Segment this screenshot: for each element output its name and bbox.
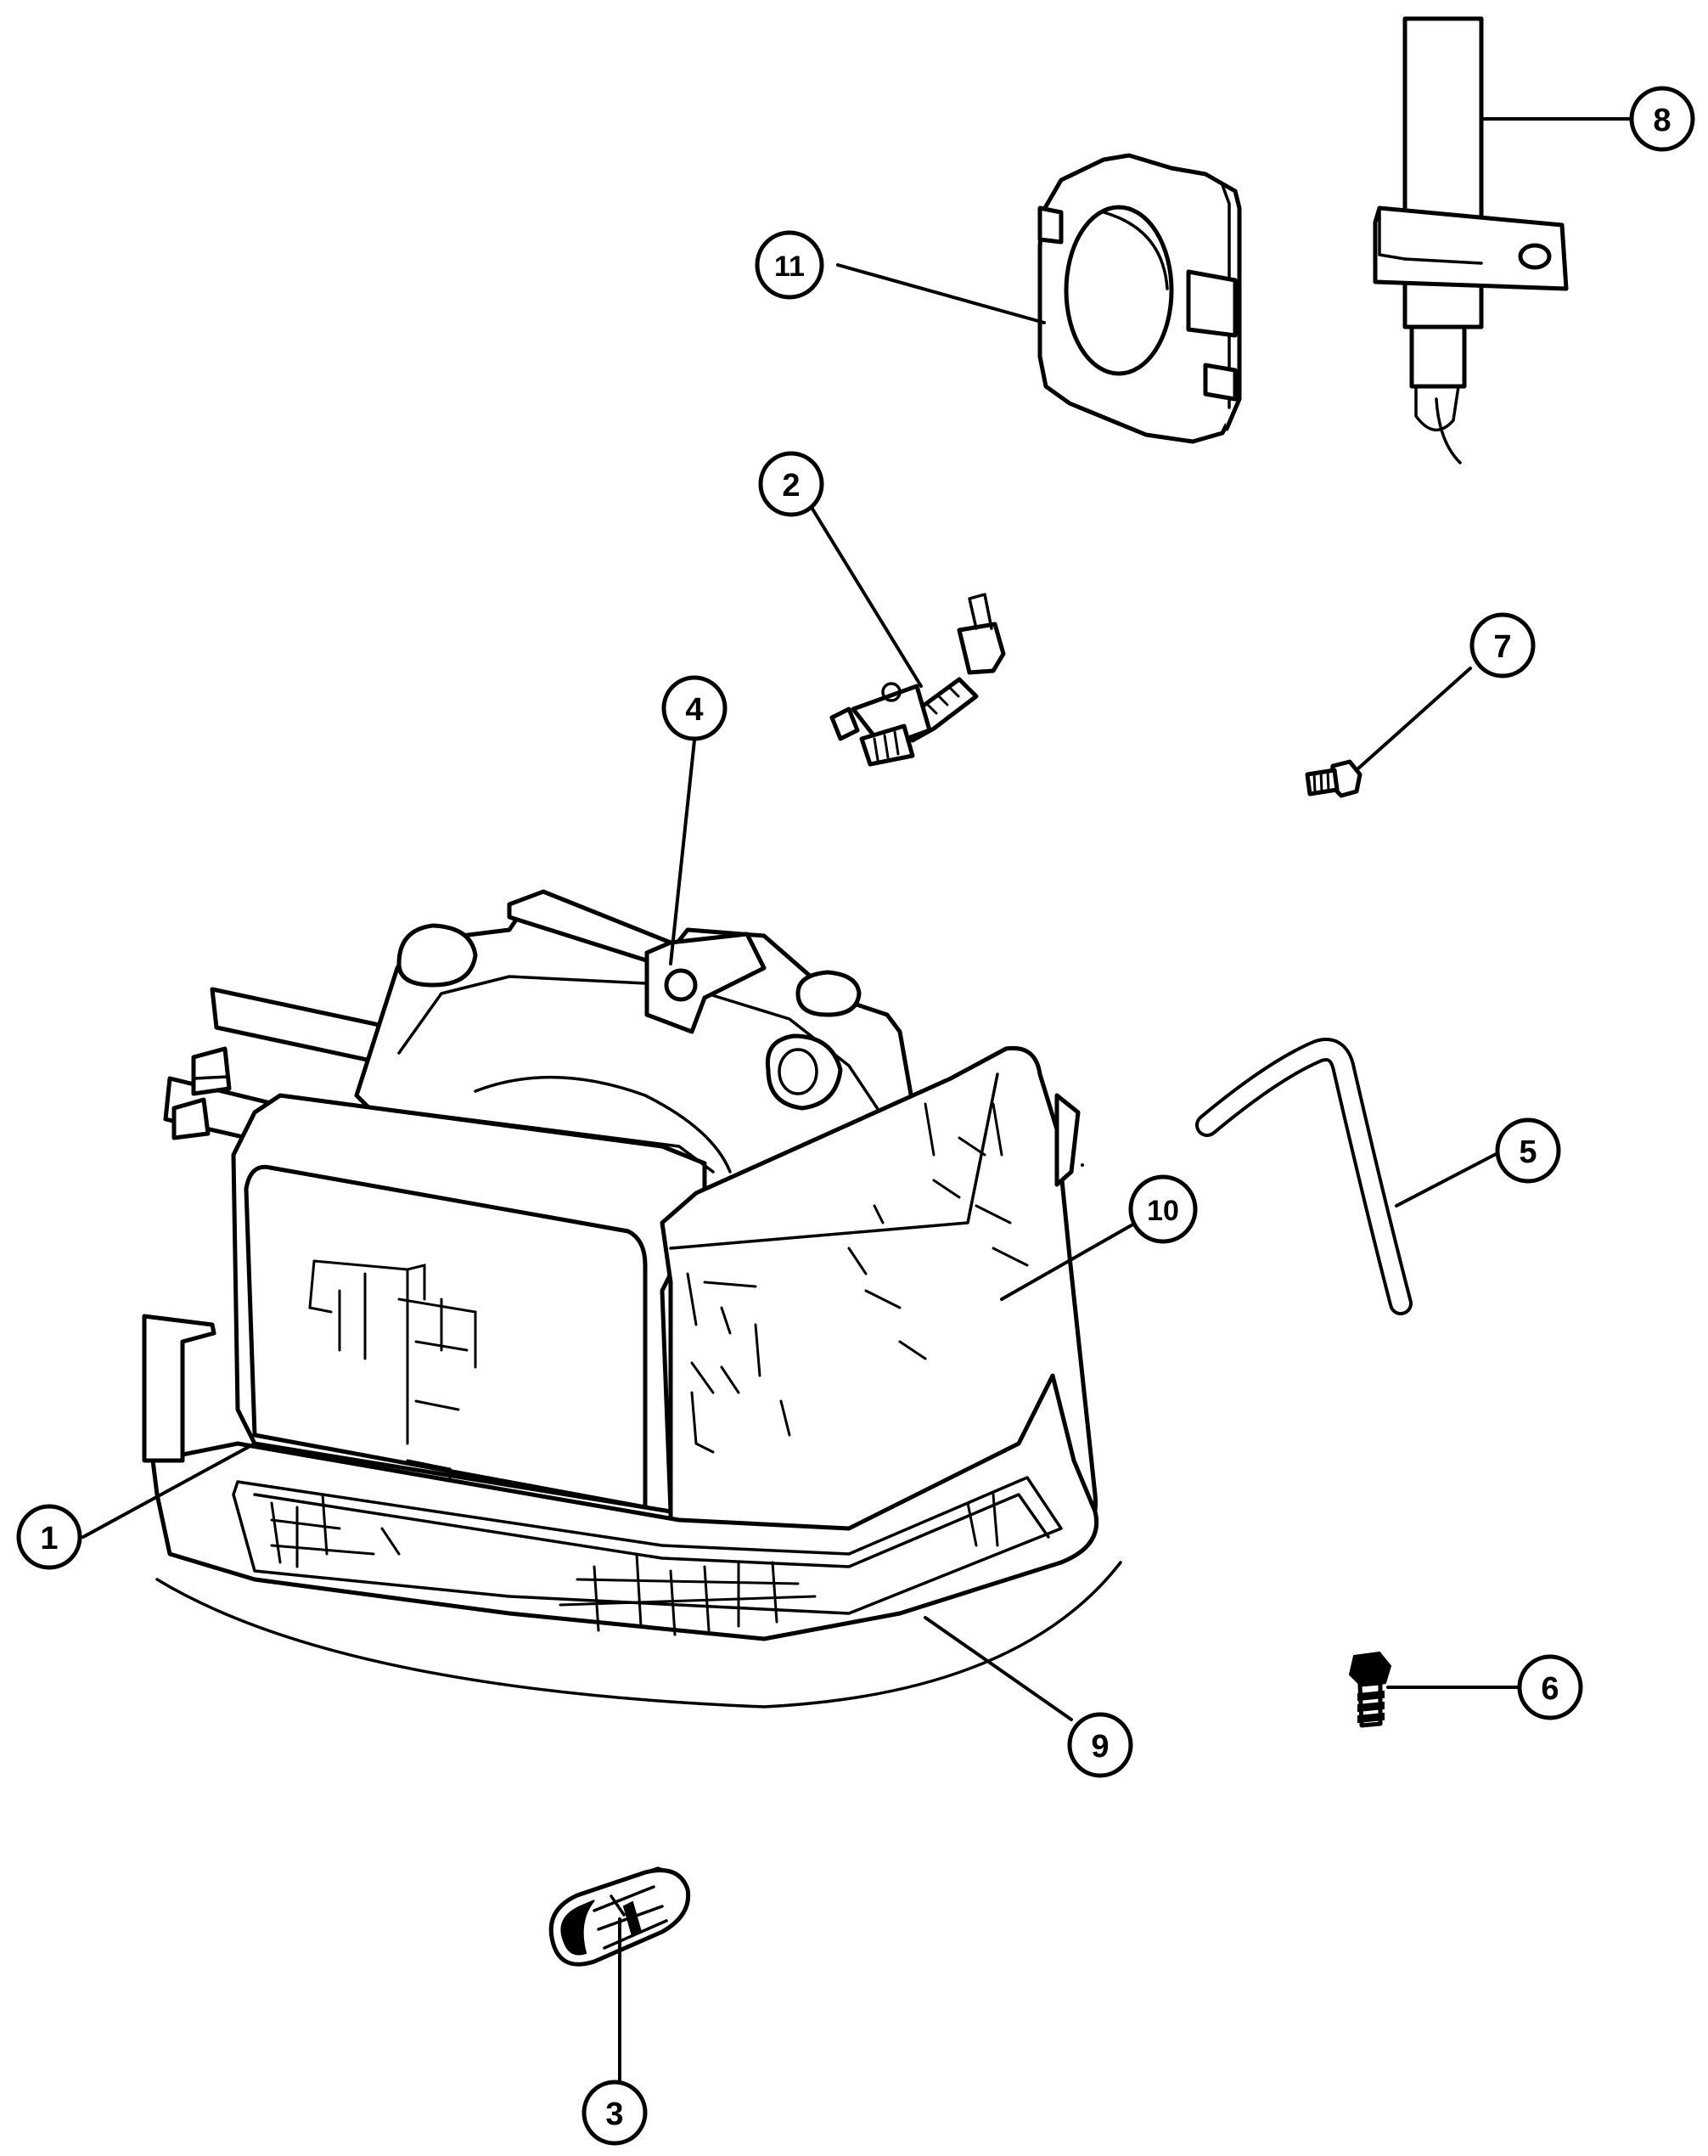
part-2-adjuster-screw — [829, 593, 1006, 767]
callout-11-label: 11 — [774, 251, 805, 283]
callout-10: 10 — [1128, 1174, 1198, 1244]
callout-1: 1 — [16, 1504, 82, 1570]
leader-2 — [800, 489, 923, 688]
callout-1-label: 1 — [40, 1521, 58, 1556]
callout-10-label: 10 — [1147, 1195, 1179, 1227]
leader-11 — [836, 263, 1046, 324]
leader-4 — [669, 739, 696, 965]
callout-8-label: 8 — [1653, 103, 1671, 138]
callout-11: 11 — [755, 230, 824, 300]
callout-6: 6 — [1517, 1654, 1583, 1720]
leader-9 — [924, 1616, 1073, 1721]
callout-7-label: 7 — [1493, 629, 1511, 665]
callout-6-label: 6 — [1541, 1671, 1559, 1707]
callout-4: 4 — [661, 675, 728, 741]
callout-4-label: 4 — [685, 692, 703, 728]
leader-lines — [81, 117, 1633, 2082]
callout-9-label: 9 — [1091, 1729, 1109, 1765]
headlamp-assembly — [142, 889, 1122, 1708]
leader-5 — [1395, 1149, 1504, 1207]
leader-10 — [1000, 1221, 1138, 1301]
callout-7: 7 — [1469, 612, 1536, 678]
callout-5: 5 — [1495, 1117, 1561, 1184]
leader-7 — [1357, 667, 1472, 770]
part-4-mount-bracket — [644, 932, 767, 1034]
part-3-bulb — [548, 1866, 691, 1967]
callout-5-label: 5 — [1519, 1134, 1537, 1170]
leader-1 — [81, 1442, 256, 1539]
part-11-grommet — [1037, 153, 1242, 444]
callout-3: 3 — [582, 2080, 648, 2146]
callout-9: 9 — [1067, 1712, 1133, 1778]
part-9-park-turn-lens — [150, 1373, 1099, 1641]
callout-2-label: 2 — [782, 468, 800, 504]
callout-2: 2 — [758, 451, 824, 517]
part-5-hose — [1195, 1038, 1413, 1315]
callout-8: 8 — [1629, 86, 1695, 152]
part-8-bracket — [1373, 16, 1569, 464]
part-6-bolt — [1348, 1651, 1392, 1728]
callout-3-label: 3 — [605, 2097, 623, 2132]
part-7-small-screw — [1305, 759, 1362, 798]
